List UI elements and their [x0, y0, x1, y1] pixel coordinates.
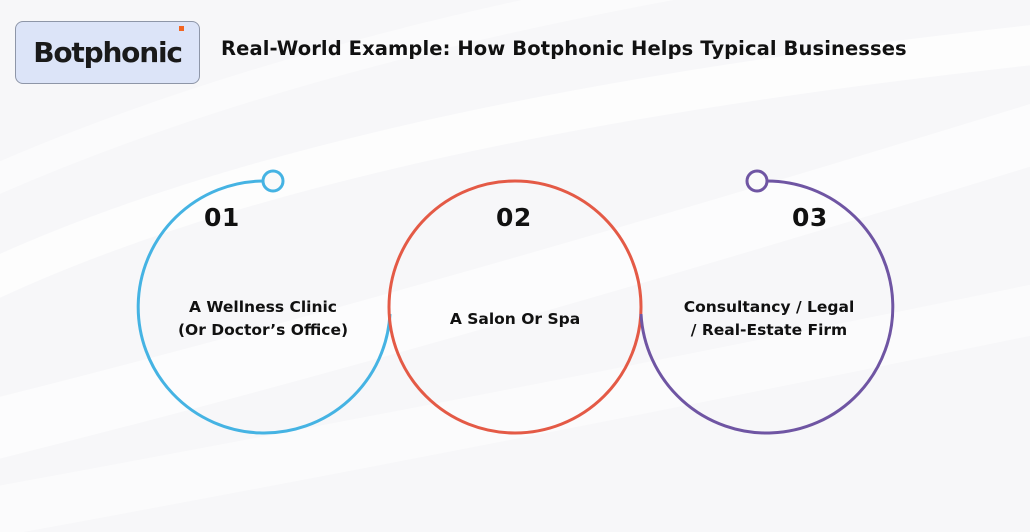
step-2-circle — [387, 179, 643, 435]
logo[interactable]: Botphonic — [15, 21, 200, 84]
step-1-label: A Wellness Clinic (Or Doctor’s Office) — [153, 296, 373, 342]
step-3-label-line1: Consultancy / Legal — [683, 298, 855, 316]
step-1-label-line1: A Wellness Clinic — [188, 298, 337, 316]
step-1-ring-icon — [261, 169, 285, 193]
step-3-label: Consultancy / Legal / Real-Estate Firm — [659, 296, 879, 342]
step-3-circle — [639, 169, 895, 435]
step-3-number: 03 — [792, 203, 828, 232]
step-1-circle — [136, 169, 392, 435]
step-3-ring-icon — [745, 169, 769, 193]
step-2-number: 02 — [496, 203, 532, 232]
step-3-label-line2: / Real-Estate Firm — [690, 321, 848, 339]
page-title: Real-World Example: How Botphonic Helps … — [221, 37, 907, 60]
step-1-label-line2: (Or Doctor’s Office) — [177, 321, 349, 339]
logo-accent-dot — [179, 26, 184, 31]
step-2-label: A Salon Or Spa — [405, 308, 625, 331]
step-2-label-line1: A Salon Or Spa — [449, 310, 581, 328]
logo-text: Botphonic — [33, 36, 183, 69]
step-1-number: 01 — [204, 203, 240, 232]
